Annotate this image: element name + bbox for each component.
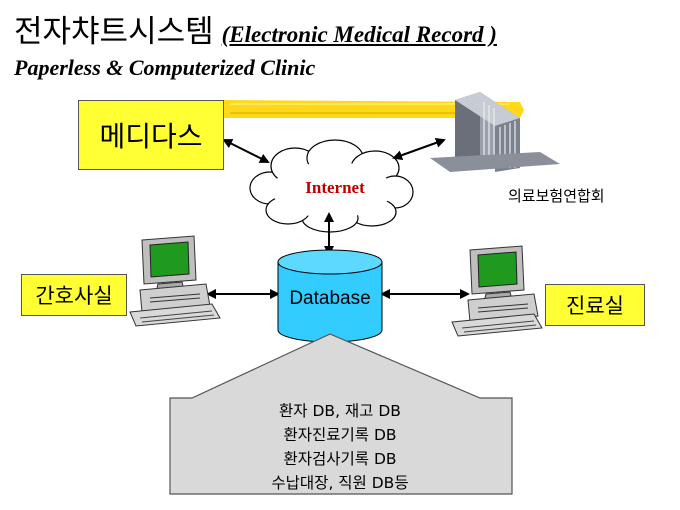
connection-arrows (206, 138, 470, 299)
hospital-building-icon (430, 92, 560, 172)
arrow-medidas-internet (222, 139, 270, 163)
clinic-room-label: 진료실 (566, 294, 624, 318)
db-contents-list: 환자 DB, 재고 DB 환자진료기록 DB 환자검사기록 DB 수납대장, 직… (170, 399, 510, 495)
db-contents-item: 환자진료기록 DB (283, 426, 397, 444)
title-english: (Electronic Medical Record ) (221, 22, 497, 47)
database-label: Database (289, 288, 371, 309)
clinic-room-box: 진료실 (545, 284, 645, 326)
computer-left-icon (129, 235, 221, 327)
upload-arrow (169, 333, 513, 495)
medidas-box: 메디다스 (78, 100, 224, 170)
computer-right-icon (451, 245, 543, 337)
medidas-label: 메디다스 (99, 120, 203, 153)
page-title: 전자챠트시스템 (Electronic Medical Record ) (14, 6, 497, 51)
kmia-label: 의료보험연합회 (508, 187, 605, 205)
db-contents-item: 환자검사기록 DB (283, 450, 397, 468)
internet-cloud (249, 139, 414, 233)
db-contents-item: 환자 DB, 재고 DB (279, 402, 401, 420)
title-korean: 전자챠트시스템 (14, 14, 214, 50)
nurse-station-box: 간호사실 (21, 274, 127, 316)
arrow-internet-kmia (392, 138, 446, 160)
nurse-station-label: 간호사실 (35, 284, 113, 308)
page-subtitle: Paperless & Computerized Clinic (14, 55, 316, 80)
db-contents-item: 수납대장, 직원 DB등 (271, 474, 409, 492)
internet-label: Internet (305, 178, 365, 197)
